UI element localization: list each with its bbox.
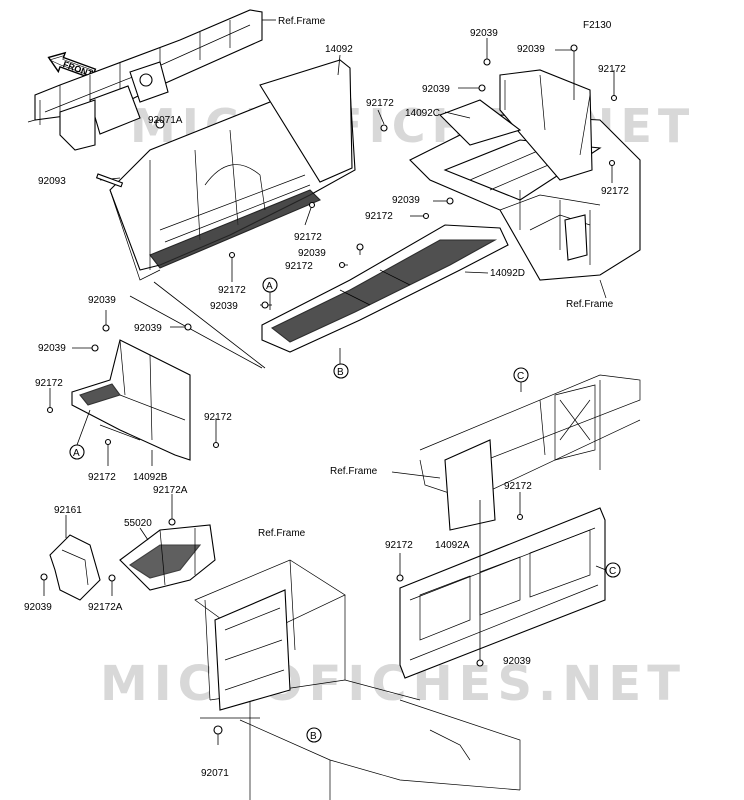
part-label: 92071: [201, 768, 229, 779]
bolt-icon: [184, 323, 192, 331]
bolt-icon: [228, 251, 236, 259]
bolt-icon: [46, 406, 54, 414]
callout-b-mat: B: [337, 367, 344, 378]
bolt-icon: [483, 58, 491, 66]
part-label: 14092D: [490, 268, 525, 279]
part-label: 14092B: [133, 472, 168, 483]
part-14092a-bed-panel: C: [396, 492, 621, 679]
part-label: 92039: [298, 248, 326, 259]
bolt-icon: [168, 518, 176, 526]
grommet-icon: [213, 725, 223, 735]
bolt-icon: [40, 573, 48, 581]
part-label: 92039: [422, 84, 450, 95]
part-label: 92172: [601, 186, 629, 197]
part-label: 55020: [124, 518, 152, 529]
part-14092-rear-floor: [109, 59, 356, 281]
bolt-icon: [396, 574, 404, 582]
part-label: 92172: [294, 232, 322, 243]
ref-frame-label-cage: Ref.Frame: [330, 466, 378, 477]
bolt-icon: [104, 438, 112, 446]
bolt-icon: [308, 201, 316, 209]
bolt-icon: [516, 513, 524, 521]
ref-frame-label-right: Ref.Frame: [566, 299, 614, 310]
part-label: 92172: [504, 481, 532, 492]
part-label: 92161: [54, 505, 82, 516]
part-label: 14092: [325, 44, 353, 55]
part-label: 92172A: [88, 602, 123, 613]
bolt-icon: [478, 84, 486, 92]
pin-icon: [95, 173, 124, 188]
part-label: 92039: [88, 295, 116, 306]
bolt-icon: [446, 197, 454, 205]
bolt-icon: [610, 94, 618, 102]
bolt-icon: [102, 324, 110, 332]
callout-b-frame: B: [310, 731, 317, 742]
part-label: 92172: [385, 540, 413, 551]
part-label: 92172: [598, 64, 626, 75]
part-label: 92039: [134, 323, 162, 334]
callout-c-top: C: [517, 371, 524, 382]
part-label: 92039: [24, 602, 52, 613]
part-label: 92172: [204, 412, 232, 423]
bolt-icon: [212, 441, 220, 449]
part-label: 92172: [218, 285, 246, 296]
part-label: 92071A: [148, 115, 183, 126]
bolt-icon: [261, 301, 269, 309]
part-label: 92039: [503, 656, 531, 667]
callout-a-mat: A: [266, 281, 273, 292]
part-label: 92172A: [153, 485, 188, 496]
bolt-icon: [338, 261, 346, 269]
ref-frame-label-bottom: Ref.Frame: [258, 528, 306, 539]
bolt-icon: [422, 212, 430, 220]
front-frame-top-right: [409, 69, 641, 299]
part-label: 92039: [392, 195, 420, 206]
part-label: 92172: [365, 211, 393, 222]
part-label: 92093: [38, 176, 66, 187]
diagram-code: F2130: [583, 20, 612, 31]
part-55020-fender: [108, 494, 216, 596]
grommet-icon: [155, 119, 165, 129]
part-14092d-floor-mat: B A: [260, 224, 509, 379]
callout-a-panel: A: [73, 448, 80, 459]
rear-frame-top-left: [27, 9, 263, 151]
bolt-icon: [91, 344, 99, 352]
part-label: 92172: [285, 261, 313, 272]
part-label: 14092C: [405, 108, 440, 119]
bolt-icon: [608, 159, 616, 167]
main-frame-bottom: B: [194, 559, 521, 800]
bolt-icon: [570, 44, 578, 52]
part-label: 92039: [210, 301, 238, 312]
rear-cage-frame: C: [391, 367, 641, 531]
part-label: 14092A: [435, 540, 470, 551]
part-92161-guard: [40, 515, 101, 601]
part-label: 92172: [88, 472, 116, 483]
part-label: 92039: [470, 28, 498, 39]
callout-b-circle: [333, 363, 349, 379]
callout-c-bed: C: [609, 566, 616, 577]
bolt-icon: [356, 243, 364, 251]
part-label: 92039: [517, 44, 545, 55]
bolt-icon: [476, 659, 484, 667]
part-label: 92172: [35, 378, 63, 389]
bolt-icon: [108, 574, 116, 582]
part-14092b-side-panel: A: [46, 310, 220, 466]
ref-frame-label-top: Ref.Frame: [278, 16, 326, 27]
part-label: 92039: [38, 343, 66, 354]
bolt-icon: [380, 124, 388, 132]
part-label: 92172: [366, 98, 394, 109]
watermark-bottom: MICROFICHES.NET: [100, 656, 686, 712]
